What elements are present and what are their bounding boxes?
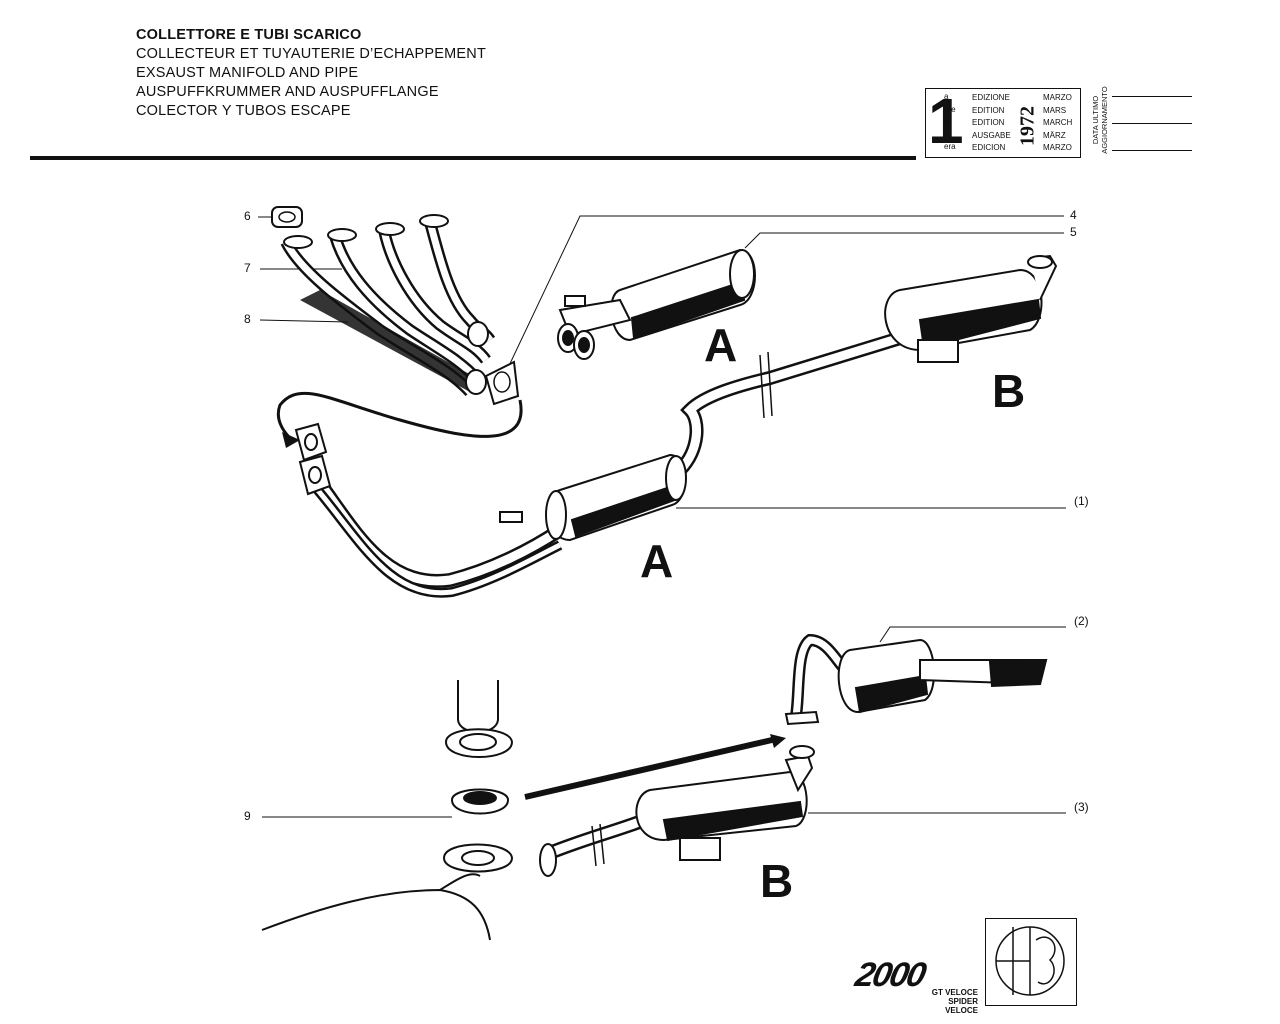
mount-9 <box>261 680 514 941</box>
letter-a-mid: A <box>640 535 674 587</box>
edition-label: EDITION <box>972 105 1005 115</box>
letter-b-top: B <box>992 365 1026 417</box>
title-italian: COLLETTORE E TUBI SCARICO <box>136 27 362 43</box>
callout-1: (1) <box>1074 494 1089 508</box>
suffix: era <box>944 142 956 151</box>
leader-lines <box>258 215 1066 818</box>
callout-4: 4 <box>1070 208 1077 222</box>
suffix: . <box>944 129 947 139</box>
update-line <box>1112 150 1192 151</box>
edition-month: MARZO <box>1043 93 1072 102</box>
edition-month: MARCH <box>1043 118 1073 127</box>
callout-9: 9 <box>244 809 251 823</box>
update-line <box>1112 96 1192 97</box>
straight-arrow <box>524 734 786 800</box>
flow-arrow <box>276 391 523 448</box>
model-logo: 2000 <box>852 956 928 994</box>
edition-month: MÄRZ <box>1043 130 1066 140</box>
edition-months: MARZO MARS MARCH MÄRZ MARZO <box>1043 92 1072 155</box>
pipe-break-mark <box>759 351 773 419</box>
title-german: AUSPUFFKRUMMER AND AUSPUFFLANGE <box>136 84 439 100</box>
edition-box <box>925 88 1081 158</box>
model-subtitle-line1: GT VELOCE <box>931 988 978 997</box>
edition-month: MARS <box>1043 105 1067 115</box>
update-line <box>1112 123 1192 124</box>
callout-8: 8 <box>244 312 251 326</box>
rear-muffler-3 <box>539 745 815 877</box>
letter-b-bottom: B <box>760 855 794 907</box>
edition-label: AUSGABE <box>972 130 1011 140</box>
model-subtitle: GT VELOCE SPIDER VELOCE <box>922 988 978 1015</box>
gasket-4 <box>484 360 520 406</box>
edition-suffixes: a ere st . era <box>944 91 956 154</box>
edition-month: MARZO <box>1043 143 1072 152</box>
suffix: ere <box>944 104 956 114</box>
middle-muffler-a <box>499 453 687 542</box>
letter-a-top: A <box>704 319 738 371</box>
leader-2 <box>879 626 1066 643</box>
model-subtitle-line2: SPIDER VELOCE <box>945 997 978 1015</box>
alfa-romeo-badge <box>985 918 1077 1006</box>
exhaust-manifold <box>280 214 496 397</box>
callout-2: (2) <box>1074 614 1089 628</box>
callout-7: 7 <box>244 261 251 275</box>
header-rule <box>30 156 916 160</box>
rear-muffler-2 <box>784 633 1048 726</box>
flange-pair <box>294 422 332 496</box>
edition-label: EDICION <box>972 143 1006 152</box>
front-pipe-assembly <box>304 328 913 598</box>
rear-muffler-b <box>884 254 1058 363</box>
callout-6: 6 <box>244 209 251 223</box>
gasket-6 <box>271 206 303 228</box>
callout-3: (3) <box>1074 800 1089 814</box>
title-spanish: COLECTOR Y TUBOS ESCAPE <box>136 103 351 119</box>
edition-labels: EDIZIONE EDITION EDITION AUSGABE EDICION <box>972 92 1011 155</box>
leader-8 <box>259 319 349 323</box>
header-titles: COLLETTORE E TUBI SCARICO COLLECTEUR ET … <box>136 26 486 121</box>
alfa-romeo-badge-emblem <box>995 926 1065 996</box>
suffix: st <box>944 117 951 126</box>
callout-5: 5 <box>1070 225 1077 239</box>
front-muffler-a <box>557 248 756 360</box>
edition-label: EDIZIONE <box>972 93 1010 102</box>
title-english: EXSAUST MANIFOLD AND PIPE <box>136 65 359 81</box>
leader-4 <box>505 215 1064 373</box>
suffix: a <box>944 92 949 101</box>
title-french: COLLECTEUR ET TUYAUTERIE D’ECHAPPEMENT <box>136 46 487 62</box>
leader-5 <box>744 232 1064 249</box>
edition-number: 1 <box>928 85 964 157</box>
edition-label: EDITION <box>972 118 1005 127</box>
